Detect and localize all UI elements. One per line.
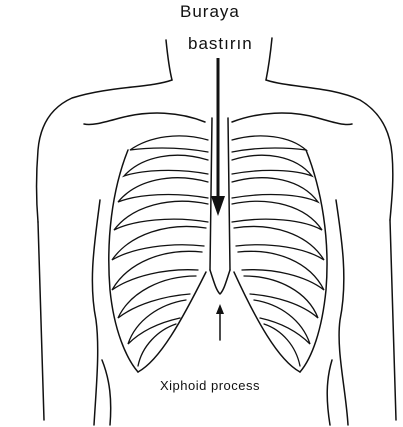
right-arm [390,220,396,420]
left-shoulder-outline [37,80,173,222]
neck-left [166,40,172,80]
left-torso-side [92,200,100,425]
rib-left-3 [118,178,208,202]
rib-left-7 [118,276,196,318]
sternum-right-edge [228,118,230,270]
right-torso-side [336,200,348,425]
rib-right-2 [232,155,312,176]
press-here-label-line1: Buraya [180,2,240,22]
press-arrow-head [211,196,225,216]
right-shoulder-outline [266,80,393,220]
xiphoid-pointer-arrowhead [216,304,224,314]
sternum-left-edge [210,118,212,270]
abdomen-right-line [327,360,332,425]
rib-right-4 [232,201,322,230]
rib-right-6 [238,251,324,290]
rib-left-2 [124,155,208,176]
right-clavicle [232,113,352,124]
neck-right [266,38,272,80]
xiphoid-process-label: Xiphoid process [160,376,260,396]
rib-left-1 [130,136,208,152]
rib-left-4 [114,201,208,230]
rib-right-3 [232,178,318,202]
rib-left-6 [112,251,202,290]
rib-right-7 [244,276,318,318]
left-clavicle [84,113,205,124]
rib-left-9 [138,324,176,366]
rib-right-9 [264,324,300,366]
right-ribs [232,136,324,366]
xiphoid-process-shape [210,270,230,294]
rib-right-1 [232,136,306,152]
left-arm [38,222,44,420]
left-ribs [112,136,208,366]
press-here-label-line2: bastırın [186,34,255,54]
abdomen-left-line [102,360,111,425]
